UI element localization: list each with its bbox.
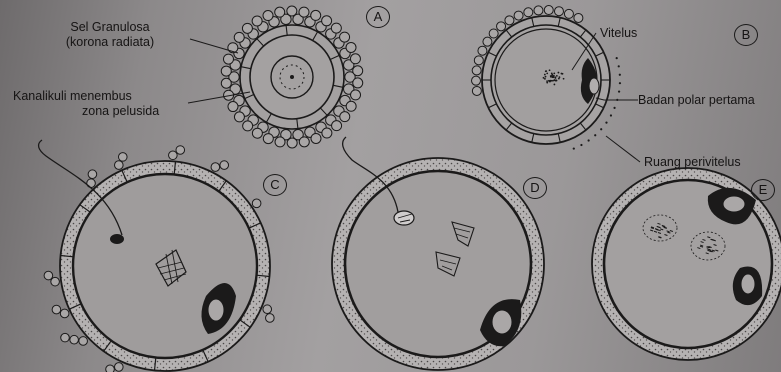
- label-ruang-perivitelus: Ruang perivitelus: [644, 155, 741, 169]
- label-granulosa-1: Sel Granulosa: [40, 20, 180, 34]
- oocyte-d: [332, 137, 544, 370]
- sperm-head-c: [110, 234, 124, 244]
- label-badan-polar: Badan polar pertama: [638, 93, 755, 107]
- oocyte-c: [39, 140, 275, 372]
- panel-letter-d: D: [523, 177, 547, 199]
- label-vitelus: Vitelus: [600, 26, 637, 40]
- panel-letter-b: B: [734, 24, 758, 46]
- label-kanalikuli-2: zona pelusida: [82, 104, 159, 118]
- panel-letter-c: C: [263, 174, 287, 196]
- panel-letter-a: A: [366, 6, 390, 28]
- oocyte-a: [221, 6, 362, 148]
- label-granulosa-2: (korona radiata): [40, 35, 180, 49]
- sperm-head-d: [394, 211, 414, 225]
- label-kanalikuli-1: Kanalikuli menembus: [13, 89, 188, 103]
- panel-letter-e: E: [751, 179, 775, 201]
